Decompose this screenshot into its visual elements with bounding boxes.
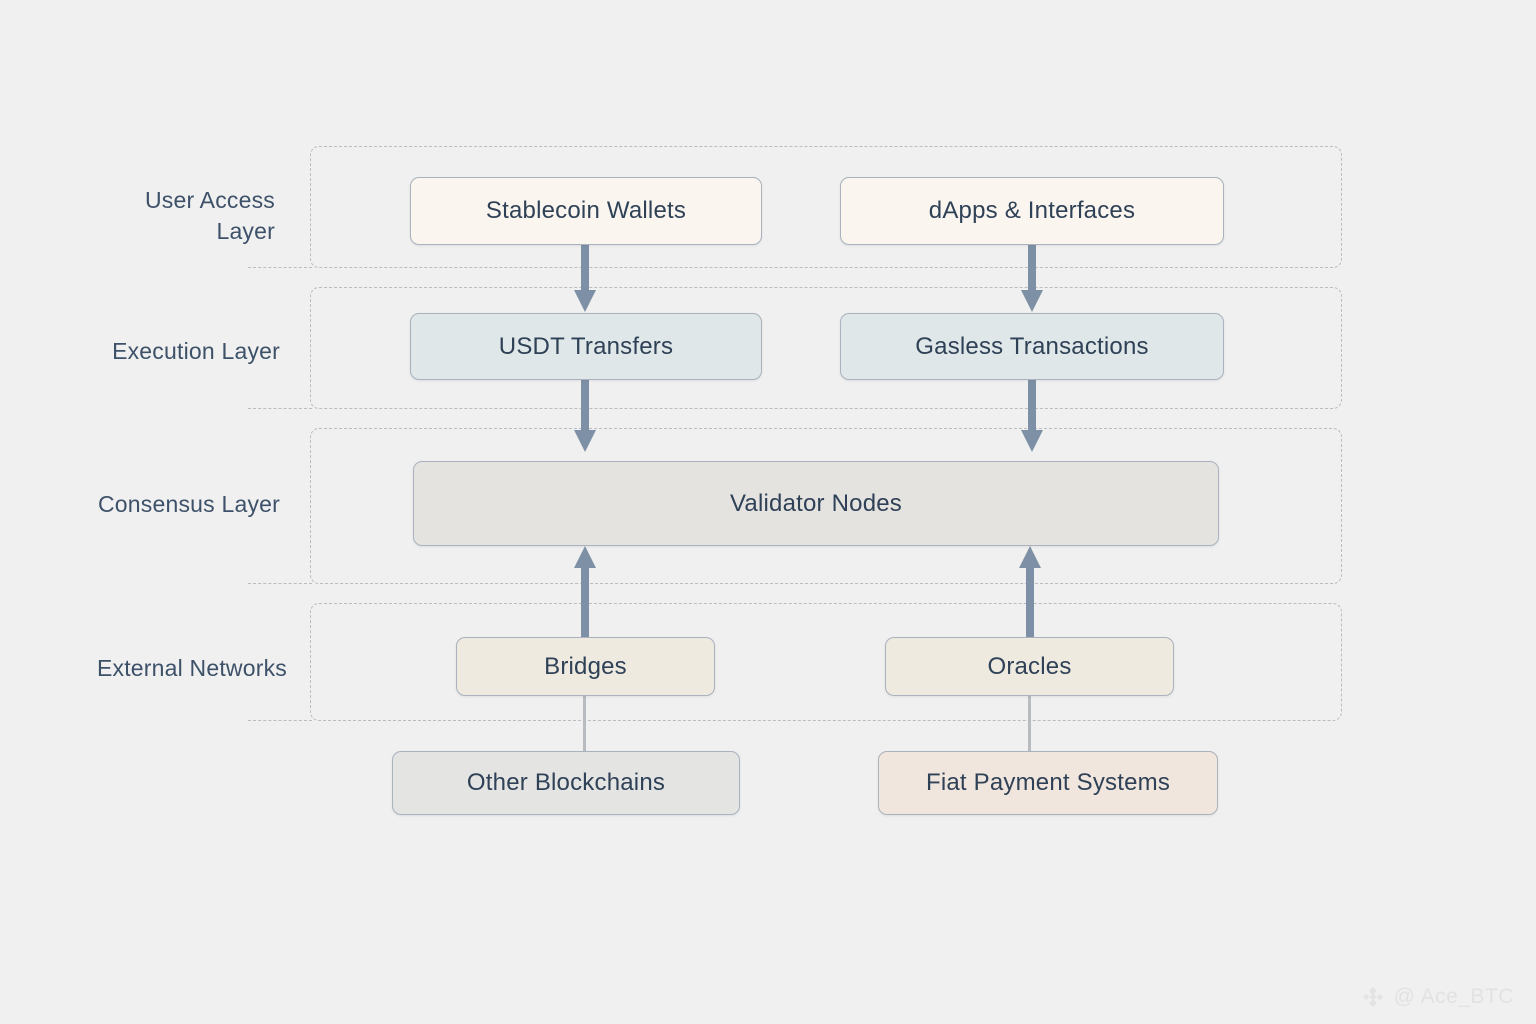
connector-bridges-to-validator xyxy=(571,544,599,640)
group-container-consensus xyxy=(310,428,1342,584)
connector-usdt-to-validator xyxy=(571,378,599,454)
node-fiat-payment-systems[interactable]: Fiat Payment Systems xyxy=(878,751,1218,815)
connector-oracles-to-validator xyxy=(1016,544,1044,640)
diamond-logo-icon xyxy=(1360,984,1386,1010)
layer-label-consensus: Consensus Layer xyxy=(98,491,280,517)
node-validator-nodes[interactable]: Validator Nodes xyxy=(413,461,1219,546)
node-other-blockchains[interactable]: Other Blockchains xyxy=(392,751,740,815)
group-container-execution xyxy=(310,287,1342,409)
watermark-handle: @ Ace_BTC xyxy=(1393,985,1514,1008)
group-container-user-access xyxy=(310,146,1342,268)
connector-bridges-to-other-blockchains xyxy=(583,694,586,756)
layer-label-external: External Networks xyxy=(96,655,287,681)
group-stub-consensus xyxy=(248,583,312,584)
node-bridges[interactable]: Bridges xyxy=(456,637,715,696)
node-oracles[interactable]: Oracles xyxy=(885,637,1174,696)
connector-oracles-to-fiat xyxy=(1028,694,1031,756)
connector-dapps-to-gasless xyxy=(1018,242,1046,314)
node-stablecoin-wallets[interactable]: Stablecoin Wallets xyxy=(410,177,762,245)
layer-label-user-access: User Access Layer xyxy=(144,187,275,244)
node-dapps-interfaces[interactable]: dApps & Interfaces xyxy=(840,177,1224,245)
node-usdt-transfers[interactable]: USDT Transfers xyxy=(410,313,762,380)
layer-label-execution: Execution Layer xyxy=(112,338,280,364)
group-stub-user-access xyxy=(248,267,312,268)
connector-wallets-to-usdt xyxy=(571,242,599,314)
group-stub-execution xyxy=(248,408,312,409)
connector-gasless-to-validator xyxy=(1018,378,1046,454)
group-stub-external xyxy=(248,720,312,721)
group-container-external xyxy=(310,603,1342,721)
watermark: @ Ace_BTC xyxy=(1360,984,1514,1010)
node-gasless-transactions[interactable]: Gasless Transactions xyxy=(840,313,1224,380)
